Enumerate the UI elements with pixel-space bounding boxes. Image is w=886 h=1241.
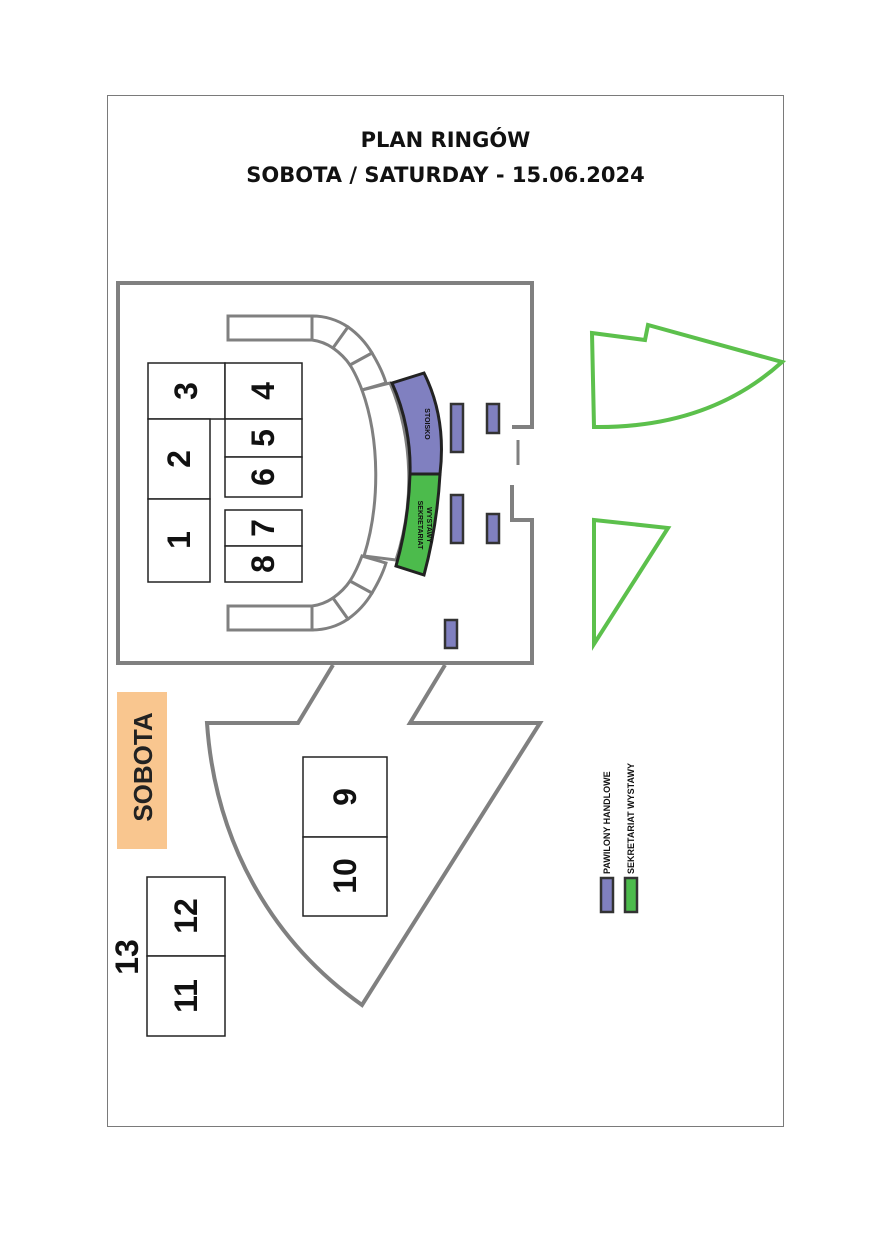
green-area-bottom bbox=[592, 517, 672, 651]
vendor-pavilion bbox=[449, 493, 465, 545]
legend-secretariat-label: SEKRETARIAT WYSTAWY bbox=[626, 763, 636, 874]
day-badge-label: SOBOTA bbox=[128, 712, 158, 822]
legend-vendor-label: PAWILONY HANDLOWE bbox=[602, 771, 612, 874]
ring-12 bbox=[146, 876, 226, 957]
green-area-top bbox=[589, 322, 787, 430]
seating-top bbox=[226, 314, 388, 392]
ring-13-label: 13 bbox=[109, 939, 145, 975]
seating-bottom bbox=[226, 554, 388, 632]
vendor-pavilion bbox=[485, 402, 501, 435]
vendor-pavilion bbox=[485, 512, 501, 545]
legend-secretariat-swatch bbox=[623, 876, 639, 914]
secretariat-label-line2: WYSTAWY bbox=[425, 507, 432, 543]
page-subtitle: SOBOTA / SATURDAY - 15.06.2024 bbox=[246, 163, 645, 187]
ring-3 bbox=[147, 362, 226, 420]
day-badge bbox=[117, 692, 167, 849]
ring-7 bbox=[224, 509, 303, 547]
vendor-pavilion bbox=[449, 402, 465, 454]
ring-11 bbox=[146, 955, 226, 1037]
ring-8-label: 8 bbox=[245, 555, 281, 573]
seating-arc bbox=[360, 381, 411, 562]
ring-9 bbox=[302, 756, 388, 838]
outdoor-area bbox=[204, 663, 544, 1008]
ring-10 bbox=[302, 836, 388, 917]
ring-12-label: 12 bbox=[168, 898, 204, 934]
secretariat-stage bbox=[394, 472, 442, 577]
vendor-pavilions bbox=[443, 402, 501, 650]
ring-1 bbox=[147, 498, 211, 583]
secretariat-label-line1: SEKRETARIAT bbox=[416, 501, 423, 550]
ring-3-label: 3 bbox=[168, 382, 204, 400]
ring-2-label: 2 bbox=[161, 450, 197, 468]
ring-9-label: 9 bbox=[327, 788, 363, 806]
ring-5 bbox=[224, 418, 303, 458]
page-frame bbox=[107, 95, 784, 1127]
ring-4-label: 4 bbox=[245, 382, 281, 400]
ring-8 bbox=[224, 545, 303, 583]
page-title: PLAN RINGÓW bbox=[360, 128, 531, 152]
ring-5-label: 5 bbox=[245, 429, 281, 447]
ring-10-label: 10 bbox=[327, 858, 363, 894]
hall-outline bbox=[116, 281, 534, 665]
vendor-pavilion bbox=[443, 618, 459, 650]
ring-11-label: 11 bbox=[168, 979, 204, 1013]
ring-6-label: 6 bbox=[245, 468, 281, 486]
ring-1-label: 1 bbox=[161, 531, 197, 549]
ring-6 bbox=[224, 456, 303, 498]
stoisko-label: STOISKO bbox=[423, 408, 430, 440]
ring-4 bbox=[224, 362, 303, 420]
legend-vendor-swatch bbox=[599, 876, 615, 914]
ring-7-label: 7 bbox=[245, 519, 281, 537]
